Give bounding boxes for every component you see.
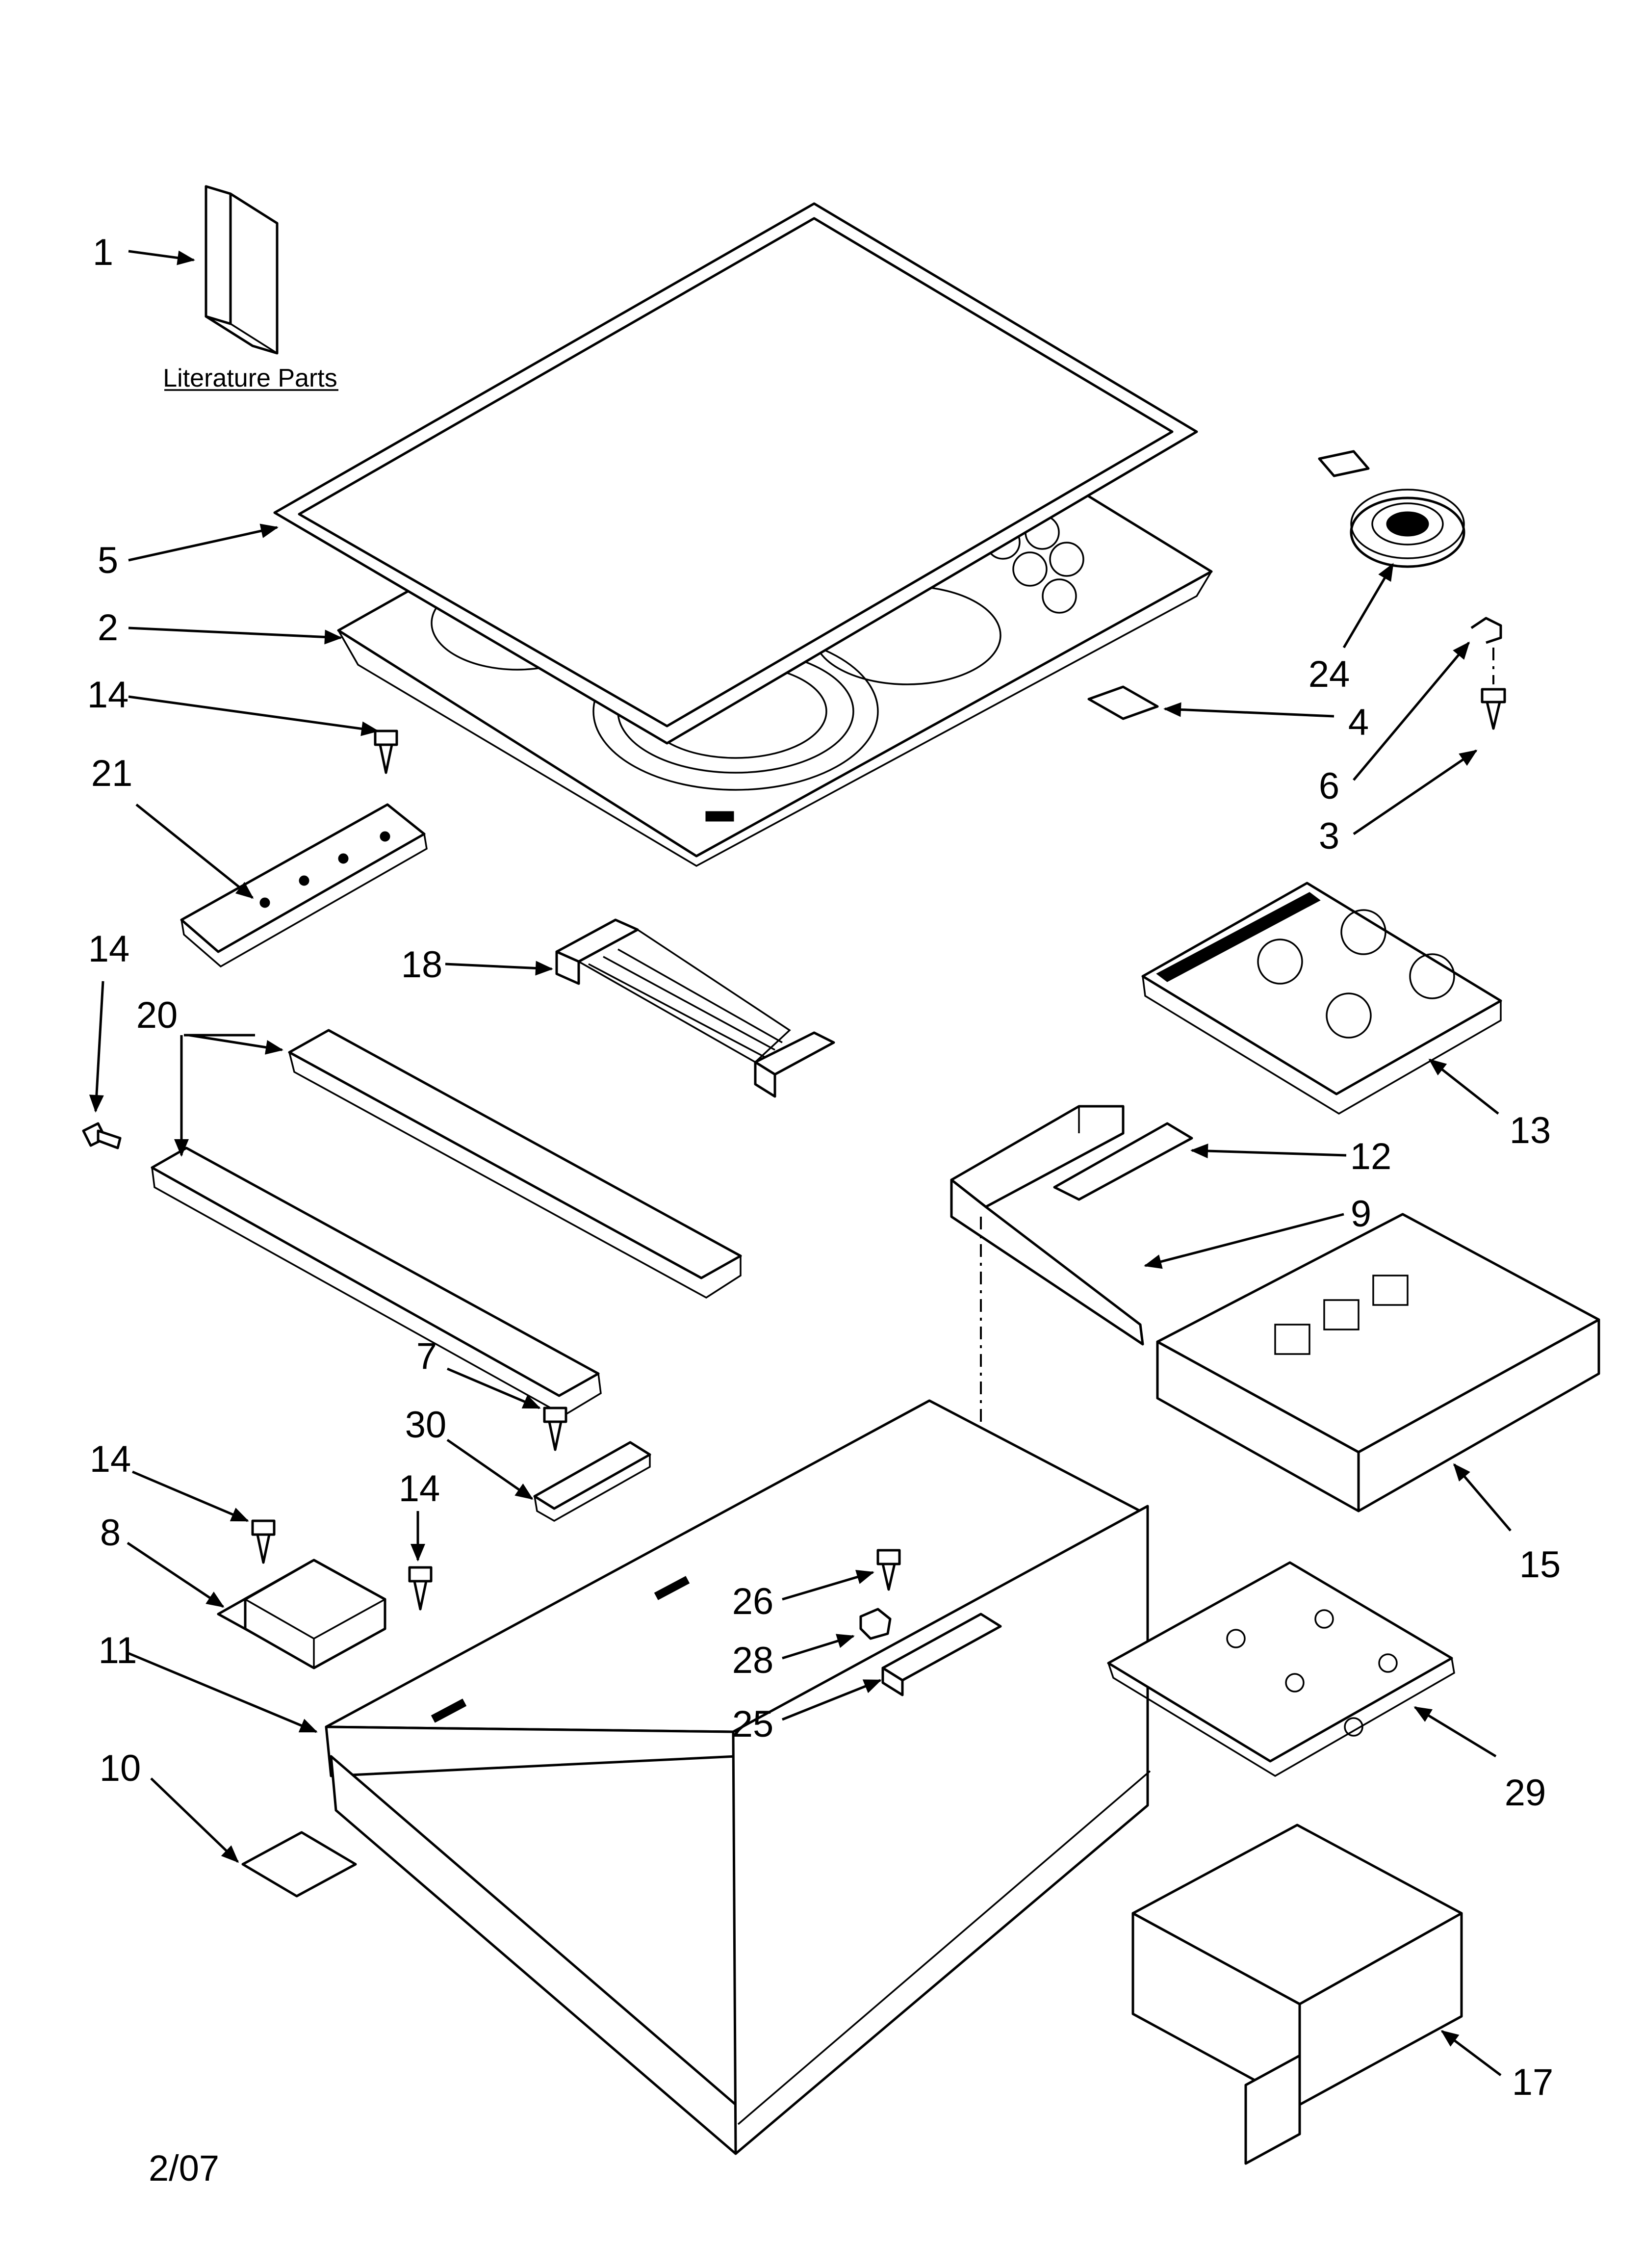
terminal-block-part-25 [881, 1613, 1002, 1696]
callout-25: 25 [732, 1703, 774, 1745]
callout-4: 4 [1348, 702, 1369, 743]
callout-17: 17 [1512, 2061, 1554, 2103]
insulation-strip-part [1053, 1122, 1193, 1201]
base-pan-part [325, 1399, 1151, 2155]
rail-lower-part [151, 1147, 602, 1417]
callout-12: 12 [1350, 1136, 1392, 1177]
screw-part-7 [543, 1407, 567, 1451]
screw-part-14c [251, 1519, 276, 1564]
revision-date: 2/07 [149, 2148, 219, 2189]
shield-part [950, 1105, 1144, 1346]
callout-18: 18 [401, 944, 443, 986]
callout-2: 2 [98, 607, 118, 649]
lower-box-part-17 [1131, 1824, 1463, 2165]
callout-14-upper: 14 [87, 674, 129, 716]
screw-part-26 [876, 1549, 901, 1591]
bracket-part-21 [180, 803, 428, 968]
electronics-housing-part [1156, 1213, 1600, 1512]
mounting-plate-part [1107, 1561, 1455, 1777]
literature-parts-label: Literature Parts [163, 364, 337, 392]
callout-15: 15 [1519, 1544, 1561, 1586]
screw-part-14b [82, 1122, 122, 1149]
callout-9: 9 [1351, 1193, 1371, 1235]
callout-13: 13 [1510, 1110, 1551, 1151]
callout-14-left: 14 [88, 928, 130, 970]
callout-28: 28 [732, 1640, 774, 1681]
callout-30: 30 [405, 1404, 447, 1446]
control-board-part [1141, 882, 1502, 1115]
callout-26: 26 [732, 1581, 774, 1622]
callout-10: 10 [100, 1747, 141, 1789]
callout-1: 1 [93, 232, 113, 273]
callout-3: 3 [1319, 815, 1339, 857]
callout-labels: 1 5 2 14 21 14 20 18 24 4 6 3 13 12 9 15… [87, 232, 1561, 2103]
callout-5: 5 [98, 540, 118, 581]
callout-7: 7 [416, 1335, 437, 1377]
callout-24: 24 [1308, 653, 1350, 695]
screw-part-3 [1481, 688, 1506, 730]
nut-part-28 [859, 1608, 892, 1640]
rail-upper-part [288, 1029, 742, 1299]
cooktop-frame-part [273, 202, 1198, 745]
screw-part-14d [408, 1566, 433, 1611]
module-box-part-8 [217, 1559, 386, 1669]
callout-21: 21 [91, 753, 133, 794]
callout-6: 6 [1319, 765, 1339, 807]
callout-20: 20 [136, 994, 178, 1036]
leader-arrows [89, 250, 1512, 2076]
bracket-part-30 [533, 1441, 651, 1522]
callout-8: 8 [100, 1512, 121, 1554]
ribbon-cable-part [555, 918, 835, 1098]
clip-part [1470, 617, 1502, 644]
surface-element-part [1318, 450, 1465, 568]
label-part [1087, 685, 1159, 720]
callout-14-mid: 14 [399, 1468, 440, 1510]
literature-book-part [205, 185, 279, 355]
callout-29: 29 [1505, 1772, 1546, 1814]
small-plate-part-10 [241, 1831, 357, 1898]
callout-14-box: 14 [90, 1438, 131, 1480]
callout-11: 11 [99, 1630, 137, 1671]
screw-part-14a [374, 730, 398, 774]
